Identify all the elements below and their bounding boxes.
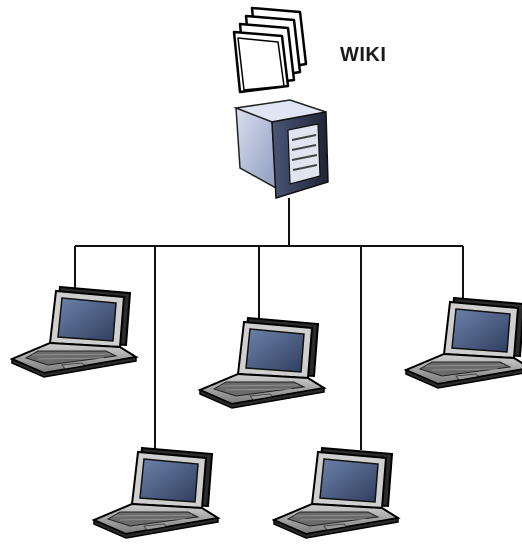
laptop-icon <box>405 297 522 389</box>
documents-stack-icon <box>232 6 308 94</box>
laptop-icon <box>93 447 219 539</box>
server-tower-icon <box>233 99 329 199</box>
laptop-icon <box>273 447 399 539</box>
connection-lines <box>74 198 464 452</box>
laptop-icon <box>11 286 137 378</box>
wiki-label: WIKI <box>340 44 387 66</box>
laptop-icon <box>199 317 325 409</box>
